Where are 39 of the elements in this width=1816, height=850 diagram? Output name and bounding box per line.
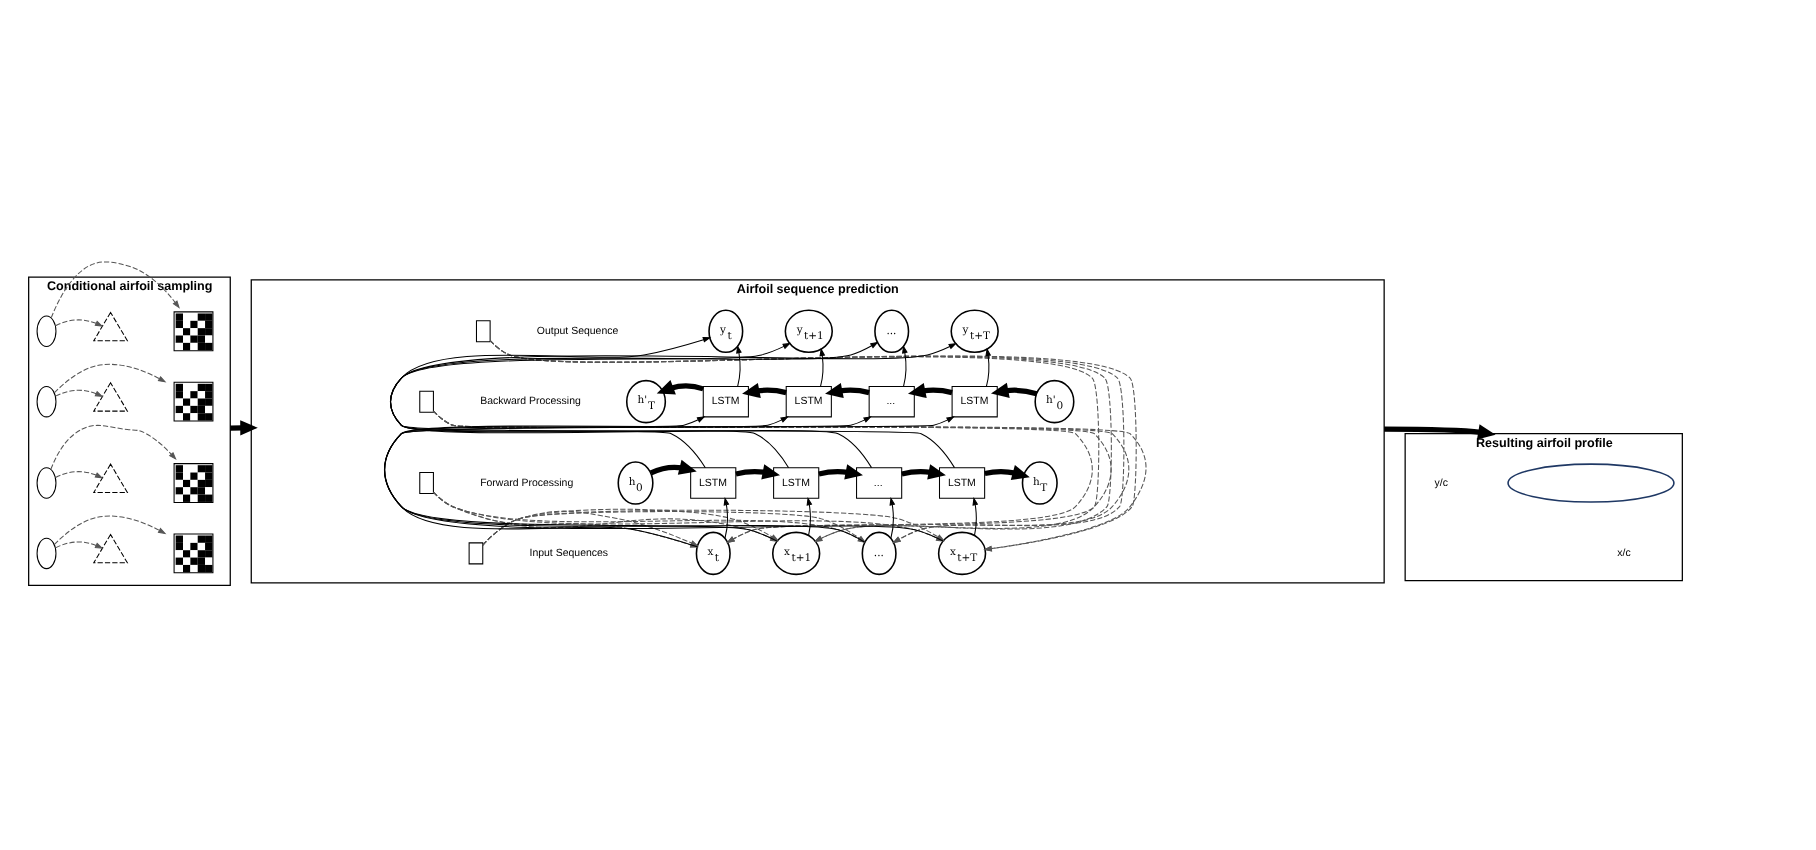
arrow: [819, 347, 826, 387]
arrow: [50, 261, 180, 319]
node-circle: [36, 537, 57, 570]
arrow: [825, 382, 870, 399]
arrow: [818, 464, 863, 480]
arrow: [649, 459, 697, 476]
arrow: [53, 515, 167, 545]
arrow: [991, 382, 1038, 398]
arrow: [53, 363, 167, 394]
node-box: [419, 472, 434, 495]
arrow: [889, 497, 896, 539]
arrow: [55, 389, 104, 397]
arrow: [806, 497, 813, 536]
arrow: [901, 464, 946, 480]
arrow: [656, 380, 704, 395]
arrow: [55, 541, 104, 549]
node-circle: [36, 385, 57, 418]
node-box: [475, 320, 491, 343]
node-box: [468, 542, 484, 565]
arrow: [735, 464, 780, 480]
arrow: [907, 382, 953, 399]
arrow: [55, 319, 104, 327]
arrow: [390, 342, 792, 469]
arrow: [230, 420, 258, 436]
node-circle: [36, 315, 57, 348]
node-circle: [1507, 463, 1675, 503]
arrow: [390, 336, 712, 469]
arrow: [723, 497, 730, 539]
arrow: [972, 497, 979, 536]
arrow: [1384, 424, 1496, 440]
arrow: [985, 347, 992, 387]
arrow: [984, 465, 1030, 480]
arrow: [902, 344, 908, 387]
arrow: [55, 471, 104, 479]
arrow: [742, 382, 787, 399]
arrow: [50, 424, 177, 470]
node-box: [419, 390, 434, 413]
arrow: [736, 344, 742, 387]
node-circle: [36, 467, 57, 499]
